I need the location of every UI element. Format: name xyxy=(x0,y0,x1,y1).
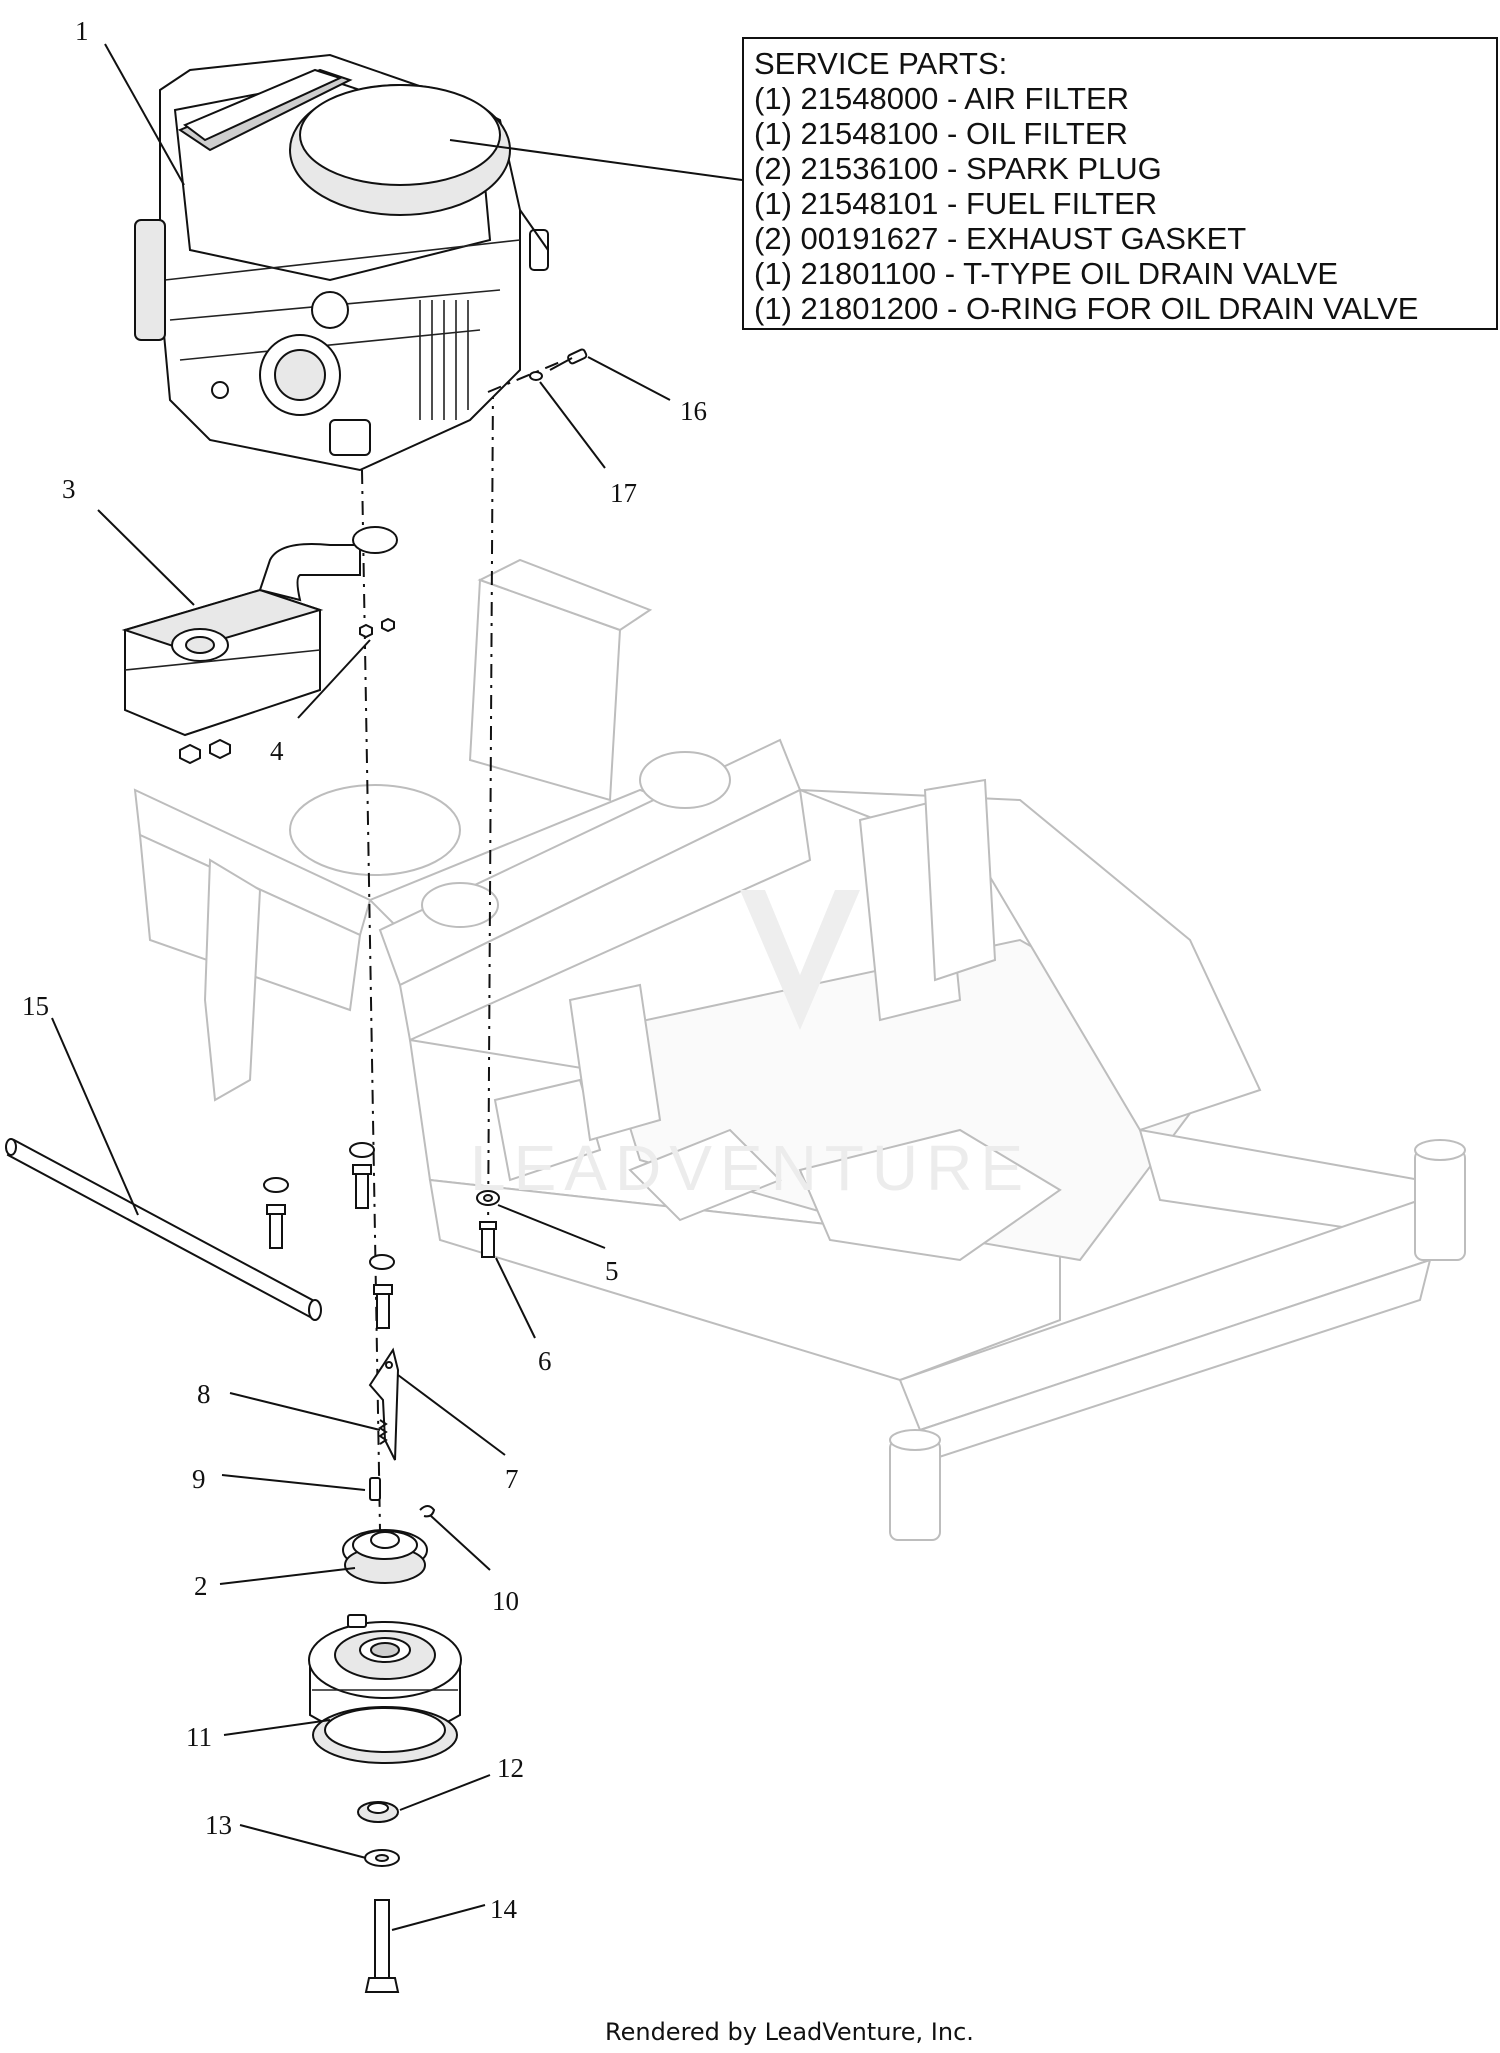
service-part-item: (1) 21548000 - AIR FILTER xyxy=(754,81,1129,116)
part-7-bracket xyxy=(368,1347,400,1461)
service-part-item: (2) 21536100 - SPARK PLUG xyxy=(754,151,1162,186)
callout-1: 1 xyxy=(75,16,89,46)
callout-11: 11 xyxy=(186,1722,212,1752)
service-part-item: (1) 21548101 - FUEL FILTER xyxy=(754,186,1157,221)
service-parts-box: SERVICE PARTS: (1) 21548000 - AIR FILTER… xyxy=(742,37,1498,330)
muffler-assembly xyxy=(121,526,398,737)
watermark-text: LEADVENTURE xyxy=(470,1132,1031,1204)
chassis-frame xyxy=(133,558,1466,1541)
part-16-bolt xyxy=(549,348,588,371)
callout-5: 5 xyxy=(605,1256,619,1286)
footer-credit: Rendered by LeadVenture, Inc. xyxy=(605,2018,974,2046)
callout-2: 2 xyxy=(194,1571,208,1601)
leader-lines xyxy=(51,43,743,1931)
part-9-pin xyxy=(369,1477,381,1501)
callout-17: 17 xyxy=(610,478,637,508)
service-part-item: (1) 21801200 - O-RING FOR OIL DRAIN VALV… xyxy=(754,291,1418,326)
part-10-clip xyxy=(419,1505,436,1518)
bolt-axis xyxy=(487,361,561,393)
service-part-item: (1) 21548100 - OIL FILTER xyxy=(754,116,1128,151)
part-13-washer xyxy=(364,1849,400,1867)
callout-16: 16 xyxy=(680,396,707,426)
service-part-item: (2) 00191627 - EXHAUST GASKET xyxy=(754,221,1246,256)
callout-6: 6 xyxy=(538,1346,552,1376)
callout-10: 10 xyxy=(492,1586,519,1616)
callout-numbers: 1 3 4 5 6 7 8 9 10 2 11 12 13 14 15 16 1… xyxy=(22,16,707,1924)
part-15-rod xyxy=(5,1138,322,1321)
engine-assembly xyxy=(134,53,549,472)
callout-4: 4 xyxy=(270,736,284,766)
callout-13: 13 xyxy=(205,1810,232,1840)
part-5-washer xyxy=(476,1190,500,1206)
callout-7: 7 xyxy=(505,1464,519,1494)
part-2-pulley xyxy=(342,1529,428,1584)
watermark: LEADVENTURE xyxy=(470,890,1031,1204)
callout-14: 14 xyxy=(490,1894,518,1924)
part-17-washer xyxy=(529,371,543,381)
part-4-nuts xyxy=(179,617,395,765)
part-12-spacer xyxy=(357,1801,399,1823)
part-11-clutch xyxy=(308,1614,462,1764)
service-parts-title: SERVICE PARTS: xyxy=(754,46,1007,81)
callout-12: 12 xyxy=(497,1753,524,1783)
callout-8: 8 xyxy=(197,1379,211,1409)
service-part-item: (1) 21801100 - T-TYPE OIL DRAIN VALVE xyxy=(754,256,1338,291)
callout-9: 9 xyxy=(192,1464,206,1494)
callout-3: 3 xyxy=(62,474,76,504)
mounting-hardware xyxy=(263,1142,395,1329)
part-6-bolt xyxy=(479,1221,497,1258)
part-8-spring xyxy=(378,1419,388,1445)
callout-15: 15 xyxy=(22,991,49,1021)
part-14-bolt xyxy=(364,1899,400,1993)
